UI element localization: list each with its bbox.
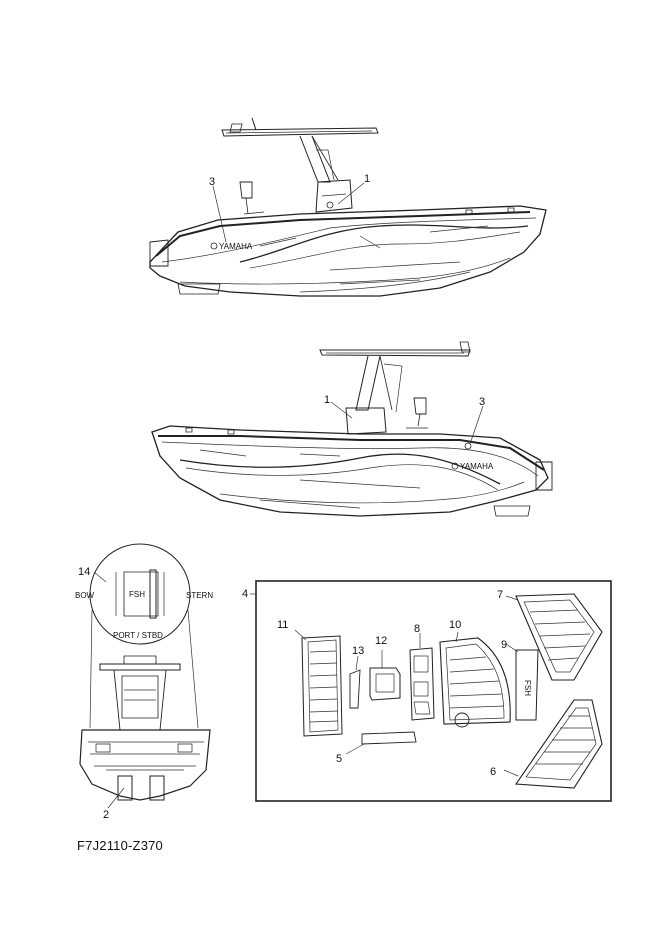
hull-logo-text: YAMAHA (219, 242, 253, 251)
figure-code: F7J2110-Z370 (77, 838, 163, 853)
callout-11: 11 (277, 619, 288, 631)
boat-side-view-top: YAMAHA 3 1 (149, 117, 547, 297)
callout-7: 7 (497, 589, 503, 601)
pad-12: 12 (369, 635, 401, 701)
pad-9: FSH 9 (501, 639, 539, 721)
callout-14: 14 (78, 566, 90, 578)
pad-kit-box: 4 11 13 12 8 (242, 580, 612, 802)
pad-13: 13 (349, 645, 364, 709)
callout-13: 13 (352, 645, 364, 657)
stern-label: STERN (186, 591, 213, 600)
detail-decal-text: FSH (129, 590, 145, 599)
callout-6: 6 (490, 766, 496, 778)
pad-9-text: FSH (523, 680, 532, 696)
callout-4: 4 (242, 588, 248, 600)
callout-8: 8 (414, 623, 420, 635)
pad-5: 5 (336, 731, 417, 765)
callout-12: 12 (375, 635, 387, 647)
pad-6: 6 (490, 699, 603, 789)
callout-1-top: 1 (364, 173, 370, 185)
pad-7: 7 (497, 589, 603, 681)
hull-logo-text: YAMAHA (460, 462, 494, 471)
callout-9: 9 (501, 639, 507, 651)
hull-logo-middle: YAMAHA (451, 462, 494, 471)
port-stbd-label: PORT / STBD (113, 631, 163, 640)
callout-2: 2 (103, 809, 109, 821)
stern-view: FSH BOW STERN PORT / STBD 14 2 (75, 543, 213, 821)
boat-side-view-middle: YAMAHA 1 3 (151, 341, 553, 517)
callout-1-middle: 1 (324, 394, 330, 406)
callout-3-top: 3 (209, 176, 215, 188)
pad-8: 8 (409, 623, 435, 721)
pad-11: 11 (277, 619, 343, 737)
callout-5: 5 (336, 753, 342, 765)
pad-10: 10 (439, 619, 511, 728)
bow-label: BOW (75, 591, 95, 600)
callout-10: 10 (449, 619, 461, 631)
callout-3-middle: 3 (479, 396, 485, 408)
hull-logo-top: YAMAHA (210, 242, 253, 251)
